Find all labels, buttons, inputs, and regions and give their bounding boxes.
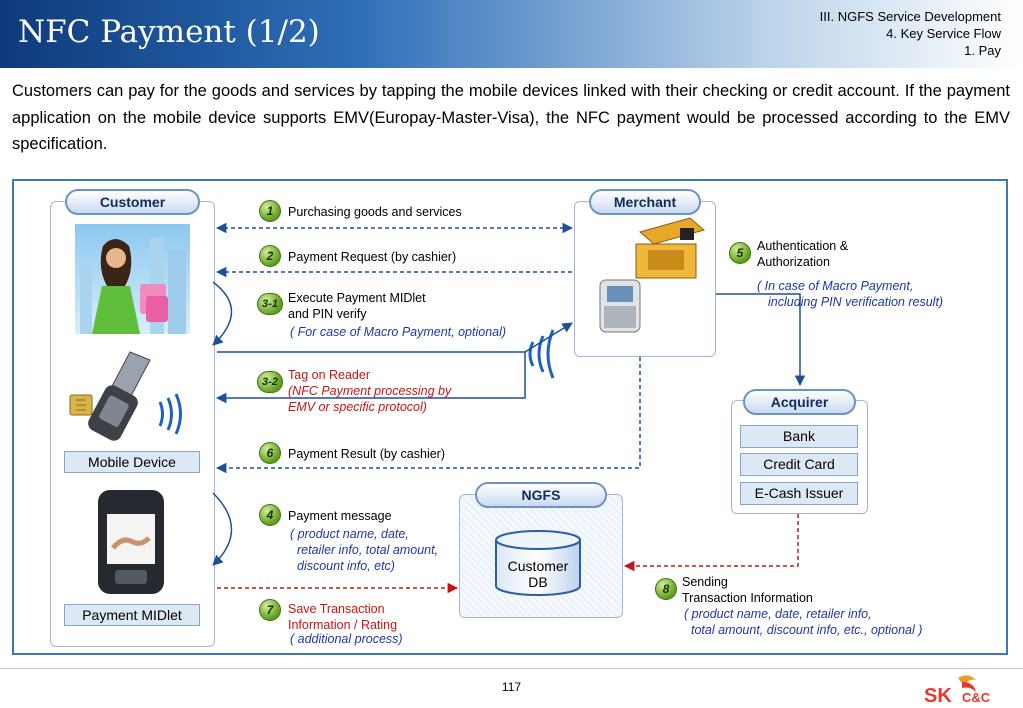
customer-db-label: Customer DB [507,558,569,590]
merchant-header: Merchant [589,189,701,215]
step-3-1-label-line2: and PIN verify [288,307,367,321]
step-2-label: Payment Request (by cashier) [288,250,457,264]
step-8-note: ( product name, date, retailer info, tot… [684,606,922,638]
step-6-label: Payment Result (by cashier) [288,447,446,461]
intro-paragraph: Customers can pay for the goods and serv… [12,82,1010,153]
step-8-label-line2: Transaction Information [682,591,813,605]
step-7-label: Save Transaction Information / Rating [288,601,397,633]
header-band [0,0,1023,68]
customer-illustration [75,224,190,334]
step-4-note: ( product name, date, retailer info, tot… [290,526,438,574]
breadcrumb-subsection: 4. Key Service Flow [886,26,1001,41]
arrow-step-6 [215,357,641,474]
acquirer-item-ecash-issuer: E-Cash Issuer [740,482,858,505]
step-3-2-note-line2: EMV or specific protocol) [288,400,427,414]
midlet-phone-illustration [98,490,164,594]
step-8-label-line1: Sending [682,575,728,589]
step-7-label-line2: Information / Rating [288,618,398,632]
payment-midlet-label: Payment MIDlet [64,604,200,626]
page-title: NFC Payment (1/2) [18,14,320,50]
page-number: 117 [501,680,522,694]
step-3-1-note: ( For case of Macro Payment, optional) [290,325,507,339]
step-5-label-line1: Authentication & [757,239,849,253]
step-3-2-label-group: Tag on Reader (NFC Payment processing by… [288,367,451,415]
arrow-step-8 [623,514,799,572]
step-4-note-line1: ( product name, date, [290,527,409,541]
arrow-step-3-2 [215,352,526,404]
breadcrumb-section: III. NGFS Service Development [819,9,1001,24]
step-8-badge: 8 [655,578,677,600]
step-6-badge: 6 [259,442,281,464]
step-3-1-label-line1: Execute Payment MIDlet [288,291,426,305]
step-8-label: Sending Transaction Information [682,574,813,606]
step-1-badge: 1 [259,200,281,222]
step-4-note-line2: retailer info, total amount, [297,543,439,557]
step-4-label: Payment message [288,509,392,523]
step-7-note: ( additional process) [290,632,403,646]
step-3-1-badge: 3-1 [257,293,283,315]
step-3-2-badge: 3-2 [257,371,283,393]
loop-step-3-1 [212,281,233,346]
step-4-badge: 4 [259,504,281,526]
step-5-label-line2: Authorization [757,255,830,269]
step-8-note-line2: total amount, discount info, etc., optio… [691,623,923,637]
breadcrumb: III. NGFS Service Development 4. Key Ser… [820,8,1001,59]
svg-text:C&C: C&C [962,690,991,705]
customer-db-cylinder [495,530,581,596]
merchant-illustration [528,217,706,379]
step-5-note-line2: including PIN verification result) [768,295,944,309]
arrow-step-5 [716,293,806,387]
mobile-device-label: Mobile Device [64,451,200,473]
loop-step-4 [212,492,233,566]
breadcrumb-item: 1. Pay [964,43,1001,58]
sk-cc-logo: SK C&C [924,675,991,706]
mobile-device-illustration [69,351,182,441]
step-3-1-label: Execute Payment MIDlet and PIN verify [288,290,426,322]
step-5-label: Authentication & Authorization [757,238,848,270]
acquirer-header: Acquirer [743,389,856,415]
step-3-2-label: Tag on Reader [288,368,371,382]
svg-text:SK: SK [924,685,952,706]
step-8-note-line1: ( product name, date, retailer info, [684,607,872,621]
step-5-note-line1: ( In case of Macro Payment, [757,279,914,293]
step-1-label: Purchasing goods and services [288,205,462,219]
ngfs-header: NGFS [475,482,607,508]
acquirer-item-credit-card: Credit Card [740,453,858,476]
step-7-badge: 7 [259,599,281,621]
footer-divider [0,668,1023,669]
customer-header: Customer [65,189,200,215]
diagram-frame [12,179,1008,655]
step-4-note-line3: discount info, etc) [297,559,395,573]
step-7-label-line1: Save Transaction [288,602,385,616]
step-3-2-note-line1: (NFC Payment processing by [288,384,452,398]
step-5-badge: 5 [729,242,751,264]
step-5-note: ( In case of Macro Payment, including PI… [757,278,943,310]
acquirer-item-bank: Bank [740,425,858,448]
step-2-badge: 2 [259,245,281,267]
